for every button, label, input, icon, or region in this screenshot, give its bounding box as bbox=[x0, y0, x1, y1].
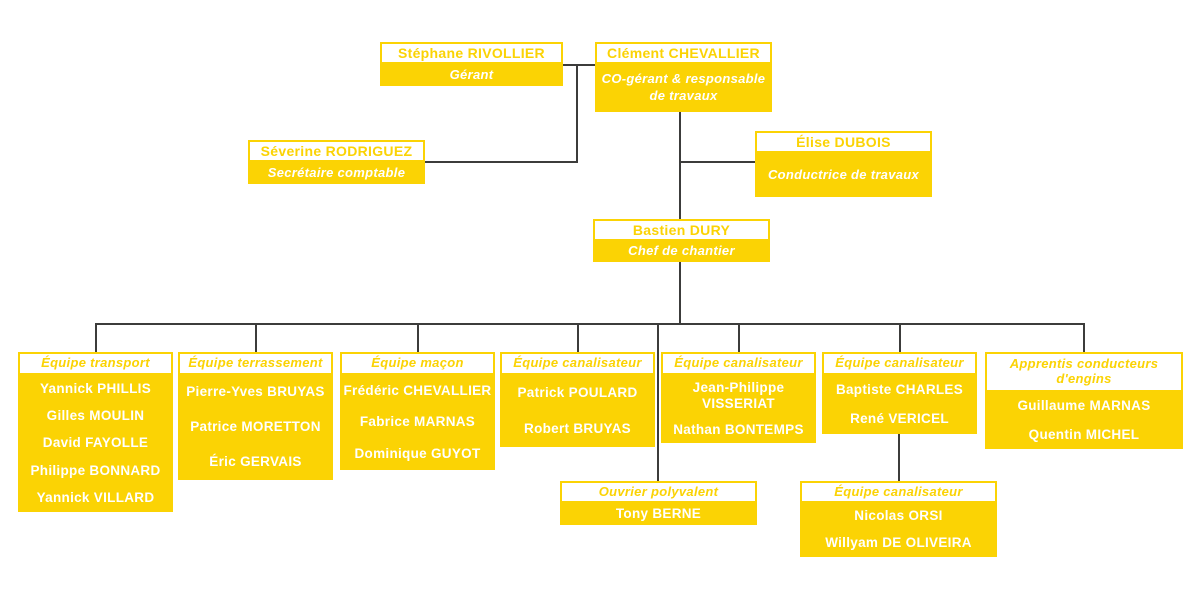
team-member: Pierre-Yves BRUYAS bbox=[186, 384, 325, 400]
org-node-elise-dubois: Élise DUBOIS Conductrice de travaux bbox=[755, 131, 932, 197]
connector-drop-canalisateur-1 bbox=[577, 323, 579, 353]
team-members: Jean-Philippe VISSERIAT Nathan BONTEMPS bbox=[661, 375, 816, 443]
team-members: Tony BERNE bbox=[560, 503, 757, 525]
team-member: Patrice MORETTON bbox=[190, 419, 321, 435]
team-members: Patrick POULARD Robert BRUYAS bbox=[500, 375, 655, 447]
connector-drop-canalisateur-3 bbox=[899, 323, 901, 353]
org-node-equipe-terrassement: Équipe terrassement Pierre-Yves BRUYAS P… bbox=[178, 352, 333, 480]
team-members: Frédéric CHEVALLIER Fabrice MARNAS Domin… bbox=[340, 375, 495, 470]
org-node-equipe-canalisateur-4: Équipe canalisateur Nicolas ORSI Willyam… bbox=[800, 481, 997, 557]
connector-severine-horizontal bbox=[425, 161, 578, 163]
team-member: Guillaume MARNAS bbox=[1017, 398, 1151, 414]
team-title: Ouvrier polyvalent bbox=[560, 481, 757, 503]
org-node-bastien-dury: Bastien DURY Chef de chantier bbox=[593, 219, 770, 262]
connector-drop-transport bbox=[95, 323, 97, 353]
org-node-severine-rodriguez: Séverine RODRIGUEZ Secrétaire comptable bbox=[248, 140, 425, 184]
team-member: Éric GERVAIS bbox=[209, 454, 302, 470]
team-title: Équipe transport bbox=[18, 352, 173, 375]
team-member: Dominique GUYOT bbox=[354, 446, 481, 462]
team-member: Quentin MICHEL bbox=[1028, 426, 1140, 442]
team-title: Équipe canalisateur bbox=[800, 481, 997, 503]
team-members: Baptiste CHARLES René VERICEL bbox=[822, 375, 977, 434]
org-node-ouvrier-polyvalent: Ouvrier polyvalent Tony BERNE bbox=[560, 481, 757, 525]
team-title: Équipe canalisateur bbox=[500, 352, 655, 375]
org-node-equipe-transport: Équipe transport Yannick PHILLIS Gilles … bbox=[18, 352, 173, 512]
team-title: Équipe terrassement bbox=[178, 352, 333, 375]
team-members: Nicolas ORSI Willyam DE OLIVEIRA bbox=[800, 503, 997, 557]
team-member: Philippe BONNARD bbox=[30, 462, 161, 478]
org-node-clement-chevallier: Clément CHEVALLIER CO-gérant & responsab… bbox=[595, 42, 772, 112]
connector-top-vertical bbox=[576, 64, 578, 163]
team-member: Tony BERNE bbox=[615, 505, 702, 521]
team-member: Yannick VILLARD bbox=[36, 490, 155, 506]
connector-bastien-vertical bbox=[679, 261, 681, 325]
team-title: Apprentis conducteurs d'engins bbox=[985, 352, 1183, 392]
team-member: René VERICEL bbox=[850, 411, 949, 427]
team-member: Nicolas ORSI bbox=[854, 508, 943, 524]
connector-drop-apprentis bbox=[1083, 323, 1085, 353]
team-members: Guillaume MARNAS Quentin MICHEL bbox=[985, 392, 1183, 449]
person-role: Secrétaire comptable bbox=[248, 162, 425, 184]
connector-top-horizontal bbox=[563, 64, 597, 66]
team-member: Frédéric CHEVALLIER bbox=[343, 382, 492, 398]
person-role: Gérant bbox=[380, 64, 563, 86]
team-member: Robert BRUYAS bbox=[524, 420, 631, 436]
team-member: Gilles MOULIN bbox=[46, 407, 145, 423]
person-name: Stéphane RIVOLLIER bbox=[380, 42, 563, 64]
connector-drop-macon bbox=[417, 323, 419, 353]
org-node-apprentis-conducteurs: Apprentis conducteurs d'engins Guillaume… bbox=[985, 352, 1183, 449]
person-role: Chef de chantier bbox=[593, 241, 770, 262]
person-name: Bastien DURY bbox=[593, 219, 770, 241]
org-node-stephane-rivollier: Stéphane RIVOLLIER Gérant bbox=[380, 42, 563, 86]
team-members: Pierre-Yves BRUYAS Patrice MORETTON Éric… bbox=[178, 375, 333, 480]
person-name: Séverine RODRIGUEZ bbox=[248, 140, 425, 162]
team-member: David FAYOLLE bbox=[42, 435, 149, 451]
org-node-equipe-canalisateur-1: Équipe canalisateur Patrick POULARD Robe… bbox=[500, 352, 655, 447]
org-node-equipe-canalisateur-3: Équipe canalisateur Baptiste CHARLES Ren… bbox=[822, 352, 977, 434]
org-node-equipe-macon: Équipe maçon Frédéric CHEVALLIER Fabrice… bbox=[340, 352, 495, 470]
person-name: Clément CHEVALLIER bbox=[595, 42, 772, 64]
team-member: Willyam DE OLIVEIRA bbox=[825, 535, 972, 551]
connector-drop-canalisateur-2 bbox=[738, 323, 740, 353]
team-member: Fabrice MARNAS bbox=[359, 414, 476, 430]
connector-clement-vertical bbox=[679, 111, 681, 221]
person-name: Élise DUBOIS bbox=[755, 131, 932, 153]
connector-distribution-horizontal bbox=[95, 323, 1085, 325]
person-role: Conductrice de travaux bbox=[755, 153, 932, 197]
org-node-equipe-canalisateur-2: Équipe canalisateur Jean-Philippe VISSER… bbox=[661, 352, 816, 443]
person-role: CO-gérant & responsable de travaux bbox=[595, 64, 772, 112]
connector-canalisateur-4-vertical bbox=[898, 433, 900, 481]
connector-drop-terrassement bbox=[255, 323, 257, 353]
team-title: Équipe canalisateur bbox=[822, 352, 977, 375]
connector-ouvrier-vertical bbox=[657, 323, 659, 481]
team-member: Baptiste CHARLES bbox=[835, 381, 964, 397]
team-member: Jean-Philippe VISSERIAT bbox=[692, 379, 785, 412]
team-members: Yannick PHILLIS Gilles MOULIN David FAYO… bbox=[18, 375, 173, 512]
connector-elise-horizontal bbox=[679, 161, 757, 163]
team-title: Équipe canalisateur bbox=[661, 352, 816, 375]
team-title: Équipe maçon bbox=[340, 352, 495, 375]
team-member: Patrick POULARD bbox=[517, 384, 638, 400]
team-member: Yannick PHILLIS bbox=[39, 380, 152, 396]
team-member: Nathan BONTEMPS bbox=[673, 421, 804, 437]
